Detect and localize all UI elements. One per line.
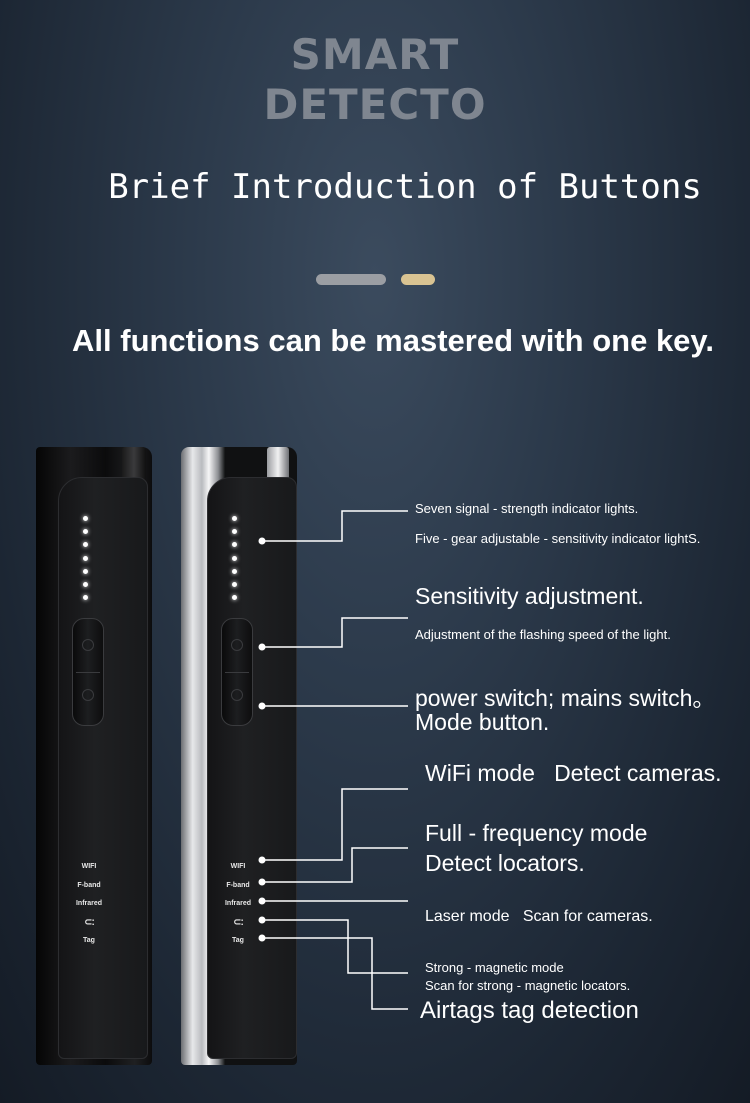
callout-laser-mode: Laser mode Scan for cameras. bbox=[425, 908, 653, 925]
callout-sensitivity-title: Sensitivity adjustment. bbox=[415, 583, 644, 609]
callout-magnetic-line1: Strong - magnetic mode bbox=[425, 960, 564, 975]
magnet-icon: ⊂: bbox=[233, 916, 244, 928]
callout-sensitivity-lights: Five - gear adjustable - sensitivity ind… bbox=[415, 531, 701, 546]
detector-device-black: WIFI F-band Infrared ⊂: Tag bbox=[36, 447, 152, 1065]
callout-power-line1: power switch; mains switch。 bbox=[415, 685, 716, 711]
detector-device-silver: WIFI F-band Infrared ⊂: Tag bbox=[181, 447, 297, 1065]
sensitivity-icon bbox=[82, 639, 94, 651]
led-icon bbox=[83, 568, 88, 574]
callout-wifi-mode: WiFi mode Detect cameras. bbox=[425, 760, 722, 786]
device-cap bbox=[267, 447, 289, 481]
led-icon bbox=[232, 529, 237, 535]
callout-sensitivity-desc: Adjustment of the flashing speed of the … bbox=[415, 627, 671, 642]
label-fband: F-band bbox=[226, 881, 250, 889]
led-icon bbox=[232, 542, 237, 548]
led-icon bbox=[83, 542, 88, 548]
rocker-button[interactable] bbox=[221, 618, 253, 726]
line-wifi bbox=[262, 788, 408, 861]
indicator-leds bbox=[232, 516, 240, 608]
section-subtitle: Brief Introduction of Buttons bbox=[108, 167, 702, 207]
callout-power-line2: Mode button. bbox=[415, 709, 550, 735]
line-tag bbox=[262, 937, 408, 1010]
divider-grey bbox=[316, 274, 386, 285]
led-icon bbox=[83, 595, 88, 601]
label-infrared: Infrared bbox=[224, 900, 252, 907]
led-icon bbox=[232, 568, 237, 574]
mode-labels: WIFI F-band Infrared ⊂: Tag bbox=[59, 858, 119, 951]
label-wifi: WIFI bbox=[230, 863, 246, 870]
line-sensitivity bbox=[262, 617, 408, 648]
callout-full-freq-line2: Detect locators. bbox=[425, 850, 585, 876]
led-icon bbox=[83, 516, 88, 521]
brand-line-1: SMART bbox=[290, 30, 460, 79]
indicator-leds bbox=[83, 516, 91, 608]
led-icon bbox=[232, 595, 237, 601]
power-icon bbox=[82, 689, 94, 701]
mode-labels: WIFI F-band Infrared ⊂: Tag bbox=[208, 858, 268, 951]
line-fband bbox=[262, 847, 408, 883]
rocker-button[interactable] bbox=[72, 618, 104, 726]
device-cap bbox=[122, 447, 146, 481]
led-icon bbox=[83, 555, 88, 561]
label-infrared: Infrared bbox=[75, 900, 103, 907]
label-tag: Tag bbox=[83, 937, 95, 944]
callout-full-freq-line1: Full - frequency mode bbox=[425, 820, 648, 846]
led-icon bbox=[83, 529, 88, 535]
line-magnetic bbox=[262, 919, 408, 974]
label-wifi: WIFI bbox=[81, 863, 97, 870]
line-leds bbox=[262, 510, 408, 542]
led-icon bbox=[232, 516, 237, 521]
callout-signal-lights: Seven signal - strength indicator lights… bbox=[415, 501, 639, 516]
sensitivity-icon bbox=[231, 639, 243, 651]
device-panel: WIFI F-band Infrared ⊂: Tag bbox=[207, 477, 297, 1059]
tagline: All functions can be mastered with one k… bbox=[72, 323, 714, 358]
callout-magnetic-line2: Scan for strong - magnetic locators. bbox=[425, 978, 631, 993]
brand-line-2: DETECTO bbox=[263, 80, 487, 129]
led-icon bbox=[232, 581, 237, 587]
device-panel: WIFI F-band Infrared ⊂: Tag bbox=[58, 477, 148, 1059]
power-icon bbox=[231, 689, 243, 701]
magnet-icon: ⊂: bbox=[84, 916, 95, 928]
callout-airtags: Airtags tag detection bbox=[420, 997, 639, 1024]
label-tag: Tag bbox=[232, 937, 244, 944]
divider-gold bbox=[401, 274, 435, 285]
led-icon bbox=[83, 581, 88, 587]
label-fband: F-band bbox=[77, 881, 101, 889]
led-icon bbox=[232, 555, 237, 561]
